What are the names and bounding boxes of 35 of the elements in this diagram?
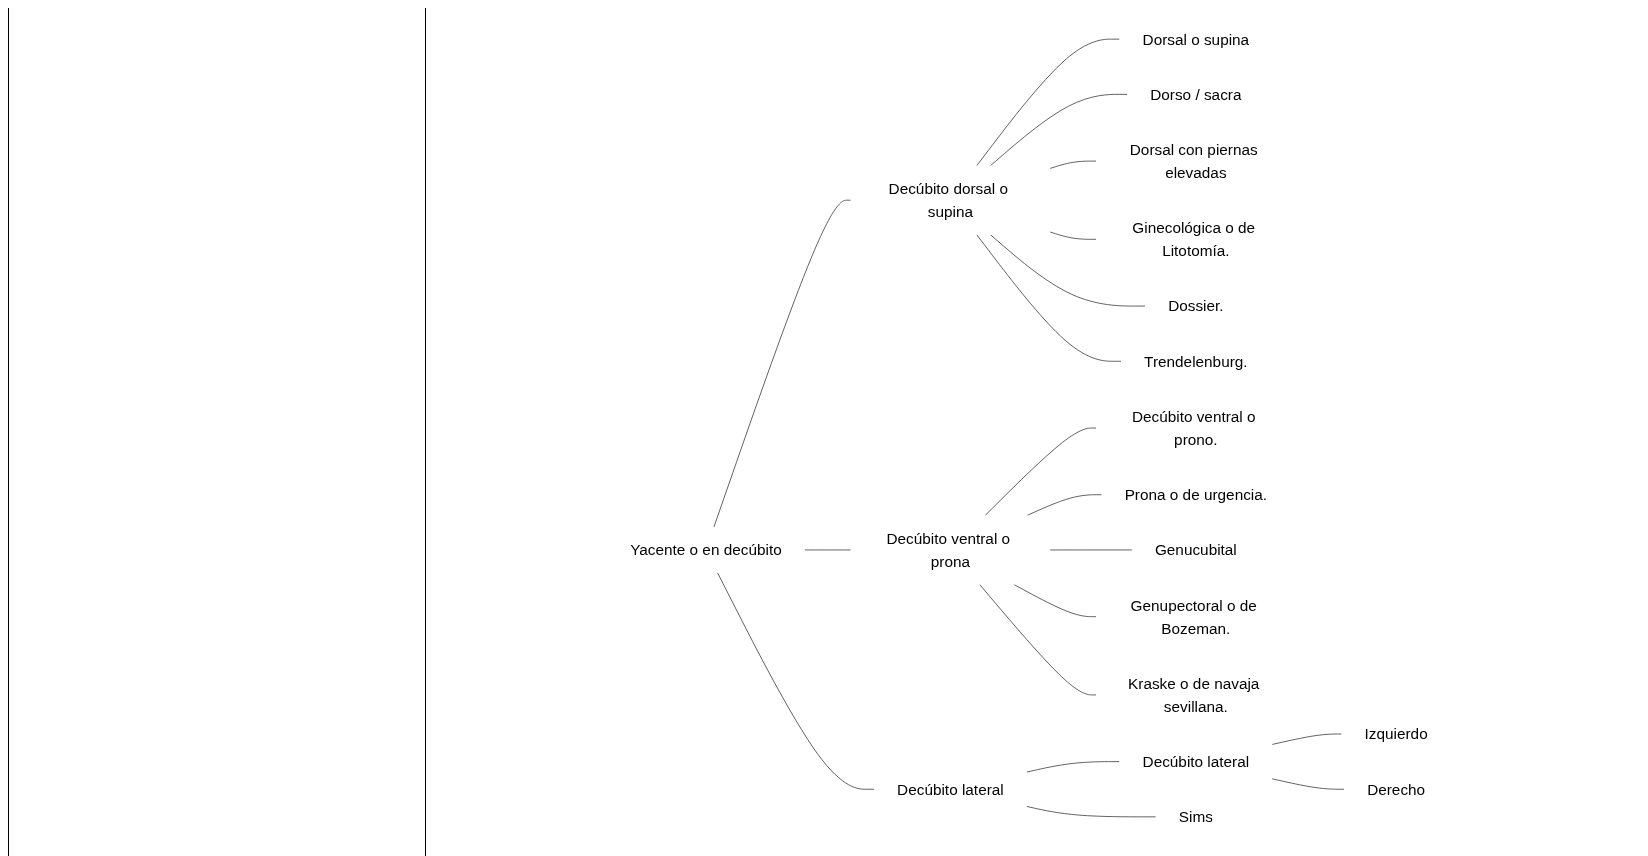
node-text: Dorso / sacra [1150, 85, 1242, 103]
node-text: Yacente o en decúbito [630, 541, 782, 559]
node-text: Prona o de urgencia. [1124, 486, 1268, 504]
node-text: Dorsal con piernas elevadas [1129, 141, 1258, 182]
node-text: Decúbito lateral [897, 780, 1004, 798]
connector [1013, 584, 1097, 618]
node-text: Izquierdo [1364, 725, 1428, 743]
node-text: Kraske o de navaja sevillana. [1128, 674, 1260, 715]
connector [717, 572, 875, 790]
connector [976, 38, 1120, 167]
node-text: Trendelenburg. [1144, 352, 1248, 370]
connector [984, 427, 1097, 516]
node-text: Genupectoral o de Bozeman. [1130, 596, 1257, 637]
connector [1026, 761, 1120, 773]
connector [1026, 806, 1157, 818]
connector [979, 584, 1097, 696]
connector [713, 199, 852, 528]
connector [990, 234, 1146, 307]
node-text: Dorsal o supina [1142, 30, 1250, 48]
connector [1049, 231, 1097, 240]
node-text: Derecho [1367, 780, 1426, 798]
connector [1049, 160, 1097, 169]
connector [1271, 733, 1343, 745]
node-text: Decúbito lateral [1142, 753, 1250, 771]
connector [1271, 778, 1345, 790]
connector [1026, 494, 1103, 516]
connector [990, 94, 1128, 167]
node-text: Decúbito dorsal o supina [888, 180, 1009, 221]
node-text: Sims [1178, 808, 1213, 826]
node-text: Decúbito ventral o prona [886, 530, 1011, 570]
connector [976, 234, 1122, 362]
node-text: Genucubital [1154, 541, 1237, 559]
node-text: Dossier. [1168, 297, 1224, 315]
node-text: Decúbito ventral o prono. [1131, 408, 1256, 448]
node-text: Ginecológica o de Litotomía. [1132, 219, 1256, 260]
